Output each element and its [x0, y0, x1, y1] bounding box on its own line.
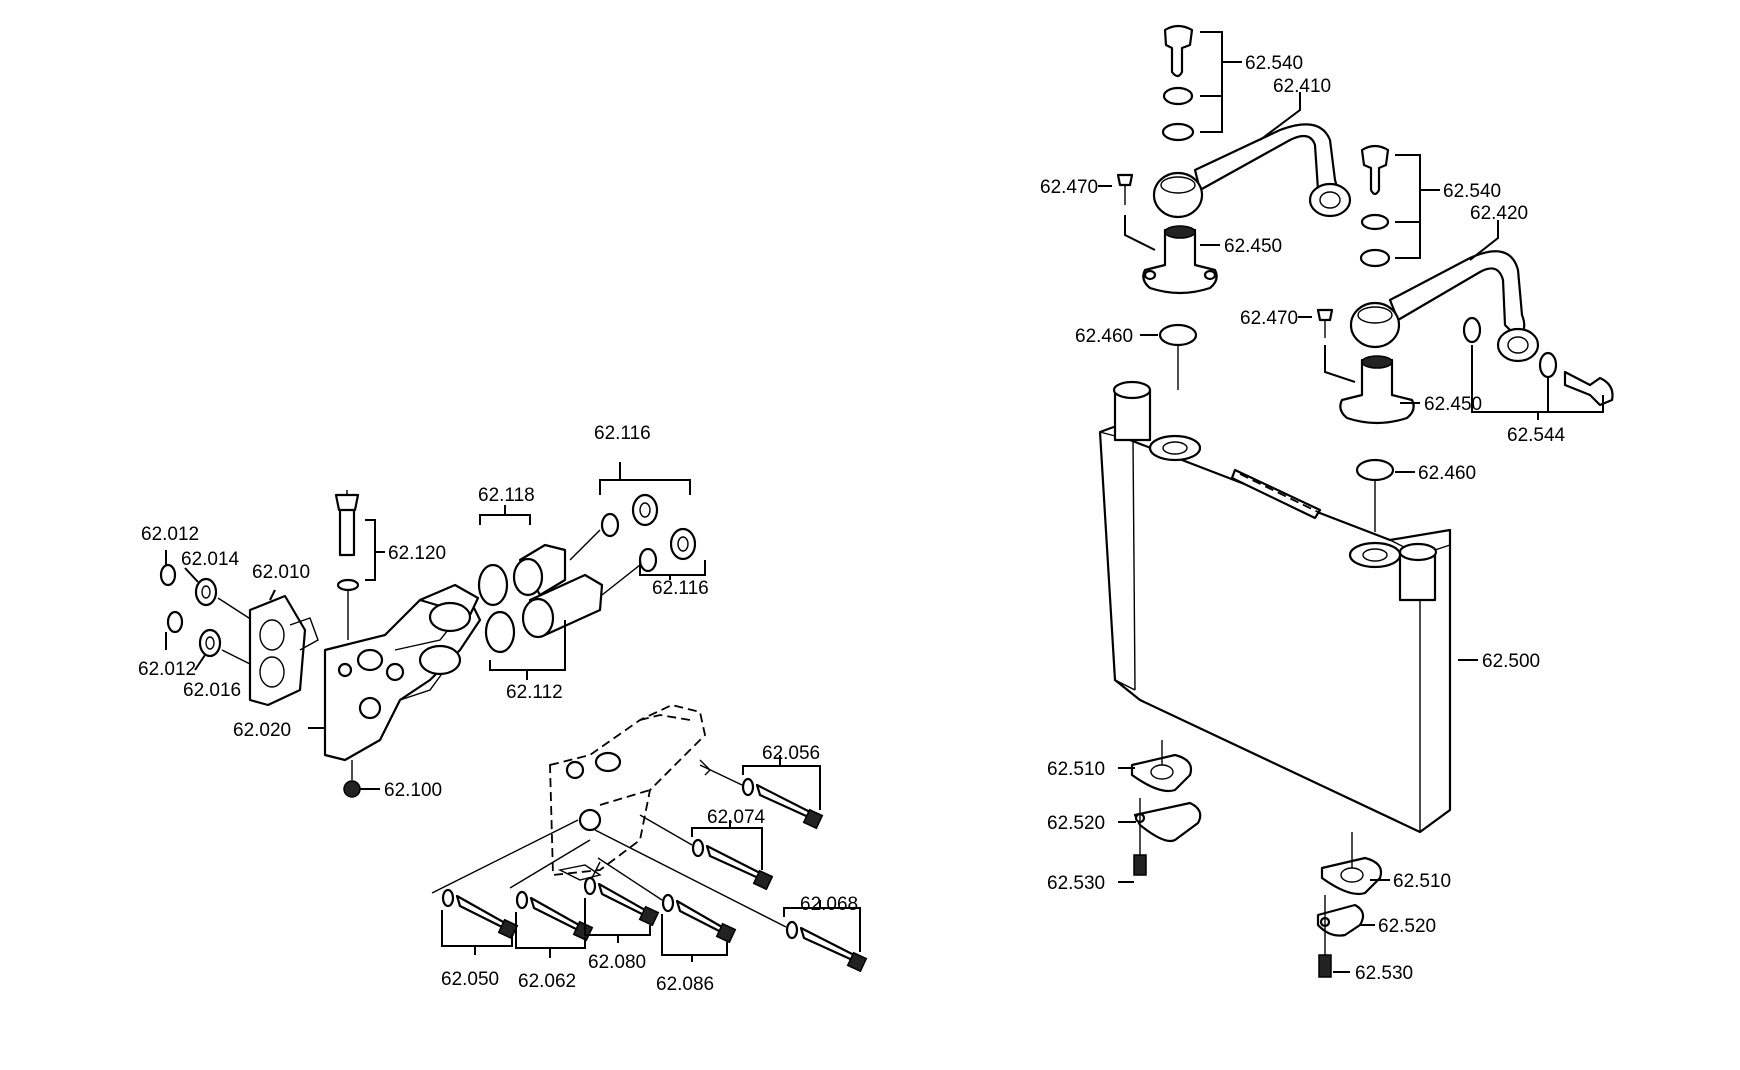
plate-62-520-left — [1133, 801, 1202, 843]
label-62-540-upper: 62.540 — [1245, 53, 1303, 74]
seal-62-014 — [194, 577, 218, 607]
label-62-014: 62.014 — [181, 549, 240, 570]
label-62-068: 62.068 — [800, 894, 858, 915]
plate-62-510-right — [1320, 856, 1383, 896]
label-62-510-left: 62.510 — [1047, 759, 1105, 780]
flange-62-450-lower — [1339, 358, 1415, 425]
label-62-120: 62.120 — [388, 543, 446, 564]
label-62-530-left: 62.530 — [1047, 873, 1105, 894]
label-62-420: 62.420 — [1470, 203, 1528, 224]
ring-62-112 — [484, 610, 516, 654]
ring-62-116-lower — [638, 547, 658, 573]
label-62-010: 62.010 — [252, 562, 310, 583]
oring-62-460-upper — [1158, 323, 1198, 347]
label-62-460-upper: 62.460 — [1075, 326, 1133, 347]
label-62-116-lower: 62.116 — [652, 578, 709, 599]
banjo-bolt-62-540-lower — [1360, 144, 1390, 196]
label-62-050: 62.050 — [441, 969, 499, 990]
banjo-bolt-62-544 — [1563, 370, 1614, 407]
label-62-056: 62.056 — [762, 743, 820, 764]
screw-62-470-upper — [1116, 173, 1134, 187]
label-62-460-lower: 62.460 — [1418, 463, 1476, 484]
oring-62-460-lower — [1355, 458, 1395, 482]
label-62-112: 62.112 — [506, 682, 563, 703]
ghost-housing — [549, 704, 706, 876]
label-62-062: 62.062 — [518, 971, 576, 992]
sensor-62-120 — [338, 503, 356, 557]
screw-62-470-lower — [1316, 308, 1334, 322]
label-62-470-upper: 62.470 — [1040, 177, 1098, 198]
valve-housing-assembly — [159, 462, 706, 798]
label-62-520-right: 62.520 — [1378, 916, 1436, 937]
ring-62-118 — [477, 563, 509, 607]
label-62-530-right: 62.530 — [1355, 963, 1413, 984]
plate-62-510-left — [1130, 753, 1193, 793]
label-62-450-lower: 62.450 — [1424, 394, 1482, 415]
label-62-074: 62.074 — [707, 807, 766, 828]
plate-62-520-right — [1316, 903, 1365, 937]
oil-cooler-assembly — [1098, 24, 1614, 978]
label-62-450-upper: 62.450 — [1224, 236, 1282, 257]
label-62-510-right: 62.510 — [1393, 871, 1451, 892]
label-62-470-lower: 62.470 — [1240, 308, 1298, 329]
banjo-bolt-62-540-upper — [1163, 24, 1194, 78]
label-62-020: 62.020 — [233, 720, 291, 741]
label-62-012-lower: 62.012 — [138, 659, 196, 680]
label-62-118: 62.118 — [478, 485, 535, 506]
ring-62-116-upper — [600, 512, 620, 538]
label-62-540-lower: 62.540 — [1443, 181, 1501, 202]
label-62-012-upper: 62.012 — [141, 524, 199, 545]
label-62-544: 62.544 — [1507, 425, 1566, 446]
screw-62-530-left — [1133, 854, 1147, 876]
label-62-016: 62.016 — [183, 680, 241, 701]
plug-62-116-upper — [631, 493, 659, 527]
screw-62-530-right — [1318, 954, 1332, 978]
label-62-100: 62.100 — [384, 780, 442, 801]
label-62-520-left: 62.520 — [1047, 813, 1105, 834]
label-62-500: 62.500 — [1482, 651, 1540, 672]
seal-62-016 — [198, 628, 222, 658]
bolt-62-074 — [639, 814, 774, 891]
ring-62-012-upper — [159, 563, 177, 587]
flange-62-450-upper — [1142, 228, 1218, 295]
pipe-62-420 — [1388, 250, 1526, 340]
part-labels: 62.012 62.014 62.010 62.012 62.016 62.02… — [138, 53, 1566, 995]
nut-62-100 — [343, 780, 361, 798]
label-62-116-upper: 62.116 — [594, 423, 651, 444]
bolt-62-062 — [509, 839, 594, 942]
bolt-62-068 — [594, 829, 868, 973]
bolt-62-050 — [431, 819, 579, 940]
gasket-62-010 — [248, 594, 307, 707]
ring-62-544-left — [1462, 316, 1482, 344]
label-62-080: 62.080 — [588, 952, 646, 973]
bolt-62-086 — [597, 857, 737, 944]
ring-62-544-right — [1538, 351, 1558, 379]
bolt-62-056 — [699, 764, 824, 830]
plug-62-116-lower — [669, 527, 697, 561]
bolt-62-080 — [583, 861, 660, 927]
mounting-bolts-group — [431, 704, 868, 973]
label-62-086: 62.086 — [656, 974, 714, 995]
ring-62-012-lower — [166, 610, 184, 634]
label-62-410: 62.410 — [1273, 76, 1331, 97]
